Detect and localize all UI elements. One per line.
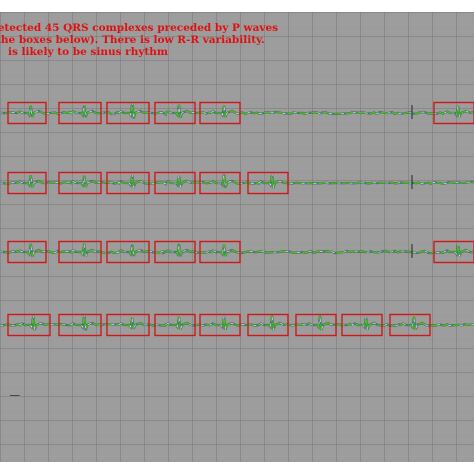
- qrs-detection-box: [7, 313, 51, 337]
- qrs-detection-box: [199, 240, 241, 264]
- qrs-detection-box: [199, 101, 241, 125]
- strip-2: [0, 171, 474, 195]
- qrs-detection-box: [154, 240, 196, 264]
- message-line-1: as detected 45 QRS complexes preceded by…: [0, 22, 279, 34]
- qrs-detection-box: [106, 171, 150, 195]
- ecg-trace-white: [0, 243, 474, 257]
- qrs-detection-box: [58, 313, 102, 337]
- ecg-trace-shadow: [0, 102, 474, 119]
- message-line-2: the boxes below). There is low R-R varia…: [0, 34, 265, 46]
- qrs-detection-box: [247, 313, 289, 337]
- qrs-detection-box: [433, 240, 474, 264]
- ecg-trace-white: [0, 173, 474, 189]
- scale-marker: ━━━━: [10, 393, 20, 398]
- qrs-detection-box: [106, 313, 150, 337]
- qrs-detection-box: [154, 101, 196, 125]
- qrs-detection-box: [341, 313, 383, 337]
- qrs-detection-box: [154, 171, 196, 195]
- strip-1: [0, 101, 474, 125]
- qrs-detection-box: [199, 171, 241, 195]
- qrs-detection-box: [58, 101, 102, 125]
- ecg-trace-green: [0, 103, 474, 119]
- qrs-detection-box: [106, 101, 150, 125]
- ecg-trace-white: [0, 103, 474, 119]
- ecg-trace-blue: [0, 315, 474, 331]
- qrs-detection-box: [7, 171, 47, 195]
- qrs-detection-box: [433, 101, 474, 125]
- qrs-detection-box: [58, 171, 102, 195]
- qrs-detection-box: [106, 240, 150, 264]
- qrs-detection-box: [58, 240, 102, 264]
- qrs-detection-box: [389, 313, 431, 337]
- ecg-trace-blue: [0, 173, 474, 189]
- rhythm-analysis-message: as detected 45 QRS complexes preceded by…: [0, 22, 474, 58]
- message-line-3: is likely to be sinus rhythm: [8, 46, 169, 58]
- qrs-detection-box: [7, 240, 47, 264]
- ecg-grid-paper: [0, 12, 474, 462]
- qrs-detection-box: [247, 171, 289, 195]
- ecg-trace-shadow: [0, 243, 474, 258]
- ecg-trace-shadow: [0, 173, 474, 189]
- strip-3: [0, 240, 474, 264]
- ecg-trace-green: [0, 173, 474, 189]
- qrs-detection-box: [154, 313, 196, 337]
- ecg-trace-shadow: [0, 315, 474, 331]
- ecg-trace-blue: [0, 103, 474, 119]
- qrs-detection-box: [7, 101, 47, 125]
- qrs-detection-box: [199, 313, 241, 337]
- qrs-detection-box: [295, 313, 337, 337]
- strip-4: [0, 313, 474, 337]
